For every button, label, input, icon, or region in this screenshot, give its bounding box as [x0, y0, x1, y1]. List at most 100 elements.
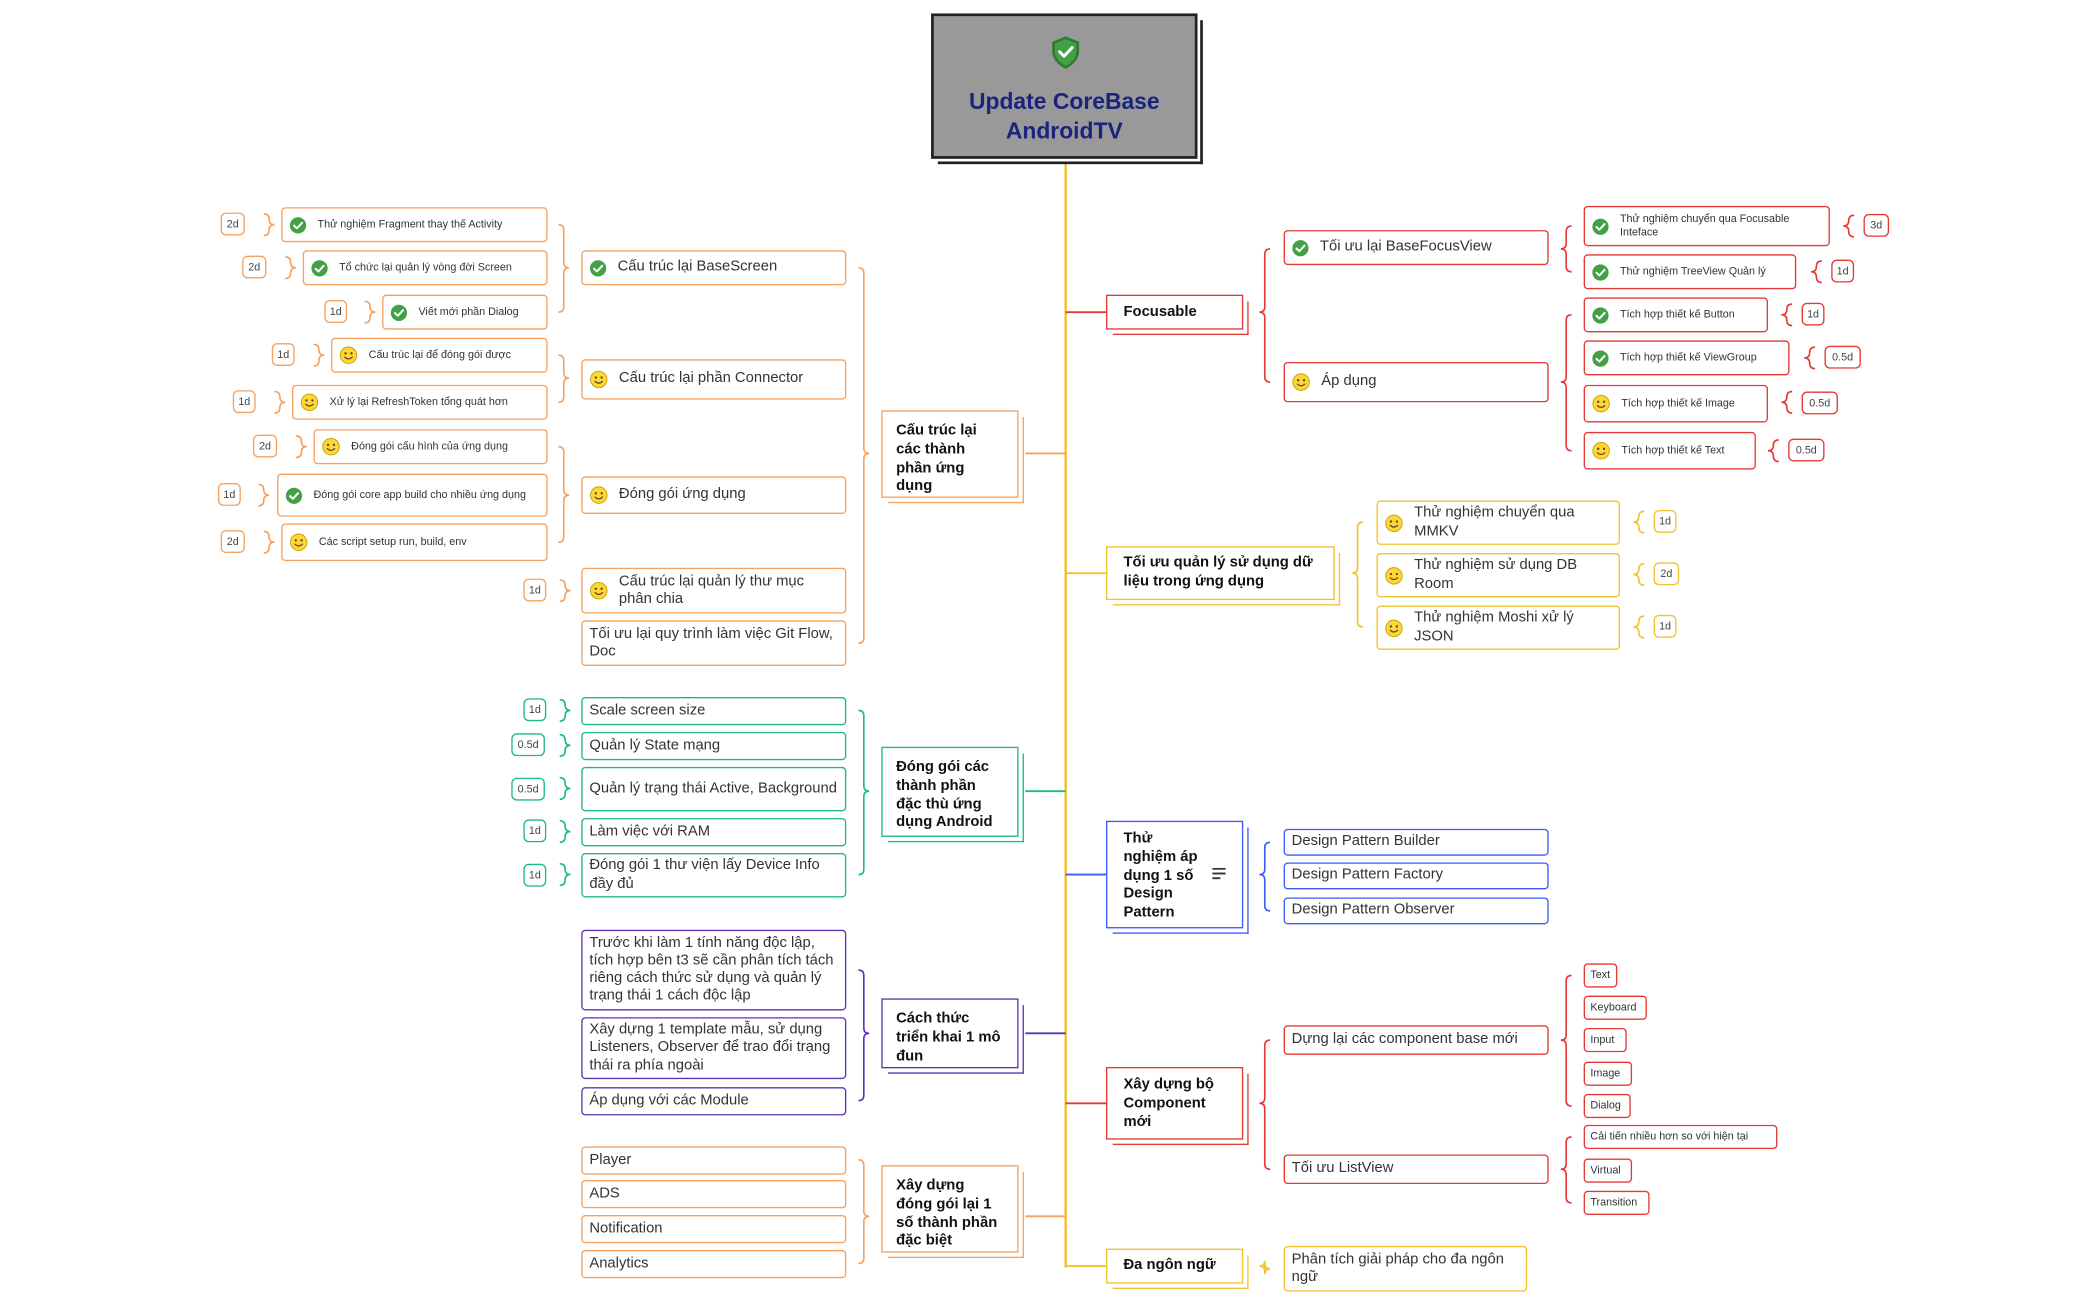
smiley-icon: [1592, 441, 1611, 460]
node-notification[interactable]: Notification: [581, 1214, 847, 1244]
node-vong-doi[interactable]: Tổ chức lại quản lý vòng đời Screen: [302, 250, 548, 286]
brace-connector: [1259, 248, 1271, 383]
brace-connector: [1781, 390, 1793, 414]
node-dong-goi-ud[interactable]: Đóng gói ứng dụng: [581, 476, 847, 514]
brace-connector: [559, 579, 571, 603]
node-viewgroup[interactable]: Tích hợp thiết kế ViewGroup: [1583, 340, 1790, 376]
node-treeview[interactable]: Thử nghiệm TreeView Quản lý: [1583, 254, 1797, 290]
node-phan-tich[interactable]: Phân tích giải pháp cho đa ngôn ngữ: [1283, 1245, 1528, 1292]
node-git[interactable]: Tối ưu lại quy trình làm việc Git Flow, …: [581, 620, 847, 667]
node-state[interactable]: Quản lý State mạng: [581, 731, 847, 761]
node-label: Design Pattern Builder: [1291, 833, 1440, 850]
node-transition[interactable]: Transition: [1583, 1190, 1650, 1215]
node-analytics[interactable]: Analytics: [581, 1249, 847, 1279]
topic-cach-thuc[interactable]: Cách thức triển khai 1 mô đun: [881, 998, 1024, 1074]
node-ap-dung[interactable]: Áp dụng: [1283, 361, 1549, 403]
node-label: Dựng lại các component base mới: [1291, 1031, 1518, 1048]
node-refresh[interactable]: Xử lý lại RefreshToken tổng quát hơn: [291, 384, 548, 420]
node-core-app[interactable]: Đóng gói core app build cho nhiều ứng dụ…: [277, 473, 548, 517]
node-device[interactable]: Đóng gói 1 thư viện lấy Device Info đầy …: [581, 853, 847, 898]
node-label: Đóng gói cấu hình của ứng dụng: [351, 440, 509, 453]
brace-connector: [1633, 615, 1645, 639]
topic-component[interactable]: Xây dựng bộ Component mới: [1106, 1066, 1249, 1146]
node-moshi[interactable]: Thử nghiệm Moshi xử lý JSON: [1376, 605, 1620, 650]
node-c-dialog[interactable]: Dialog: [1583, 1093, 1631, 1119]
estimate-badge: 1d: [1831, 259, 1855, 283]
node-c-image[interactable]: Image: [1583, 1061, 1633, 1086]
brace-connector: [1633, 510, 1645, 534]
topic-label: Thử nghiệm áp dụng 1 số Design Pattern: [1123, 830, 1198, 921]
node-player[interactable]: Player: [581, 1146, 847, 1175]
node-virtual[interactable]: Virtual: [1583, 1158, 1633, 1183]
node-label: Viết mới phần Dialog: [418, 305, 519, 318]
node-dialog[interactable]: Viết mới phần Dialog: [382, 294, 548, 330]
node-ram[interactable]: Làm việc với RAM: [581, 818, 847, 847]
root-topic[interactable]: Update CoreBase AndroidTV: [931, 13, 1203, 165]
node-active[interactable]: Quản lý trạng thái Active, Background: [581, 766, 847, 812]
node-image[interactable]: Tích hợp thiết kế Image: [1583, 384, 1768, 423]
node-factory[interactable]: Design Pattern Factory: [1283, 862, 1549, 890]
node-label: Notification: [589, 1220, 663, 1237]
node-label: Text: [1590, 969, 1611, 982]
smiley-icon: [589, 370, 608, 389]
node-label: Design Pattern Observer: [1291, 902, 1455, 919]
node-observer[interactable]: Design Pattern Observer: [1283, 897, 1549, 925]
brace-connector: [858, 709, 870, 876]
node-connector[interactable]: Cấu trúc lại phần Connector: [581, 359, 847, 400]
topic-cau-truc[interactable]: Cấu trúc lại các thành phần ứng dụng: [881, 410, 1024, 504]
topic-da-ngon-ngu[interactable]: Đa ngôn ngữ: [1106, 1248, 1249, 1289]
brace-connector: [274, 390, 286, 414]
node-module[interactable]: Áp dụng với các Module: [581, 1087, 847, 1116]
brace-connector: [1843, 214, 1855, 238]
topic-toi-uu-du-lieu[interactable]: Tối ưu quản lý sử dụng dữ liệu trong ứng…: [1106, 546, 1341, 606]
topic-label: Focusable: [1123, 304, 1197, 321]
node-text[interactable]: Tích hợp thiết kế Text: [1583, 431, 1756, 470]
node-c-input[interactable]: Input: [1583, 1027, 1627, 1053]
brace-connector: [295, 435, 307, 459]
smiley-icon: [289, 533, 308, 552]
brace-connector: [858, 969, 870, 1102]
node-button[interactable]: Tích hợp thiết kế Button: [1583, 297, 1768, 333]
node-ads[interactable]: ADS: [581, 1180, 847, 1209]
brace-connector: [1259, 841, 1271, 912]
brace-connector: [558, 445, 570, 544]
brace-connector: [1633, 562, 1645, 587]
node-basefocus[interactable]: Tối ưu lại BaseFocusView: [1283, 230, 1549, 266]
topic-label: Đóng gói các thành phần đặc thù ứng dụng…: [896, 758, 993, 831]
node-fragment[interactable]: Thử nghiệm Fragment thay thế Activity: [281, 207, 548, 243]
topic-design-pattern[interactable]: Thử nghiệm áp dụng 1 số Design Pattern: [1106, 820, 1249, 934]
brace-connector: [364, 300, 376, 324]
node-scale[interactable]: Scale screen size: [581, 696, 847, 726]
estimate-badge: 1d: [1801, 302, 1825, 326]
node-label: Cải tiến nhiều hơn so với hiện tại: [1590, 1130, 1749, 1143]
node-label: Keyboard: [1590, 1001, 1637, 1014]
node-script[interactable]: Các script setup run, build, env: [281, 523, 548, 562]
estimate-badge: 0.5d: [1788, 438, 1825, 462]
node-template[interactable]: Xây dựng 1 template mẫu, sử dụng Listene…: [581, 1017, 847, 1080]
node-thu-muc[interactable]: Cấu trúc lại quản lý thư mục phân chia: [581, 567, 847, 614]
estimate-badge: 1d: [1653, 509, 1677, 533]
topic-xay-dung-dac-biet[interactable]: Xây dựng đóng gói lại 1 số thành phần đặ…: [881, 1165, 1024, 1259]
node-toi-uu-list[interactable]: Tối ưu ListView: [1283, 1154, 1549, 1185]
node-room[interactable]: Thử nghiệm sử dụng DB Room: [1376, 553, 1620, 598]
node-mmkv[interactable]: Thử nghiệm chuyển qua MMKV: [1376, 500, 1620, 545]
node-builder[interactable]: Design Pattern Builder: [1283, 828, 1549, 856]
brace-connector: [559, 733, 571, 757]
node-chuyen-focusable[interactable]: Thử nghiệm chuyển qua Focusable Inteface: [1583, 205, 1830, 247]
topic-label: Cách thức triển khai 1 mô đun: [896, 1010, 1001, 1064]
node-label: Tích hợp thiết kế ViewGroup: [1619, 351, 1757, 364]
node-truoc-khi[interactable]: Trước khi làm 1 tính năng độc lập, tích …: [581, 929, 847, 1011]
node-cau-hinh[interactable]: Đóng gói cấu hình của ứng dụng: [313, 429, 548, 465]
node-cai-tien[interactable]: Cải tiến nhiều hơn so với hiện tại: [1583, 1124, 1778, 1150]
node-c-keyboard[interactable]: Keyboard: [1583, 995, 1647, 1020]
topic-focusable[interactable]: Focusable: [1106, 294, 1249, 336]
node-dong-goi-duoc[interactable]: Cấu trúc lại để đóng gói được: [330, 337, 548, 373]
node-basescreen[interactable]: Cấu trúc lại BaseScreen: [581, 250, 847, 286]
node-c-text[interactable]: Text: [1583, 963, 1618, 988]
topic-label: Xây dựng đóng gói lại 1 số thành phần đặ…: [896, 1177, 998, 1249]
check-circle-icon: [1592, 306, 1609, 323]
topic-dong-goi-android[interactable]: Đóng gói các thành phần đặc thù ứng dụng…: [881, 746, 1024, 843]
node-dung-lai[interactable]: Dựng lại các component base mới: [1283, 1025, 1549, 1055]
estimate-badge: 0.5d: [511, 733, 545, 757]
smiley-icon: [589, 581, 608, 600]
